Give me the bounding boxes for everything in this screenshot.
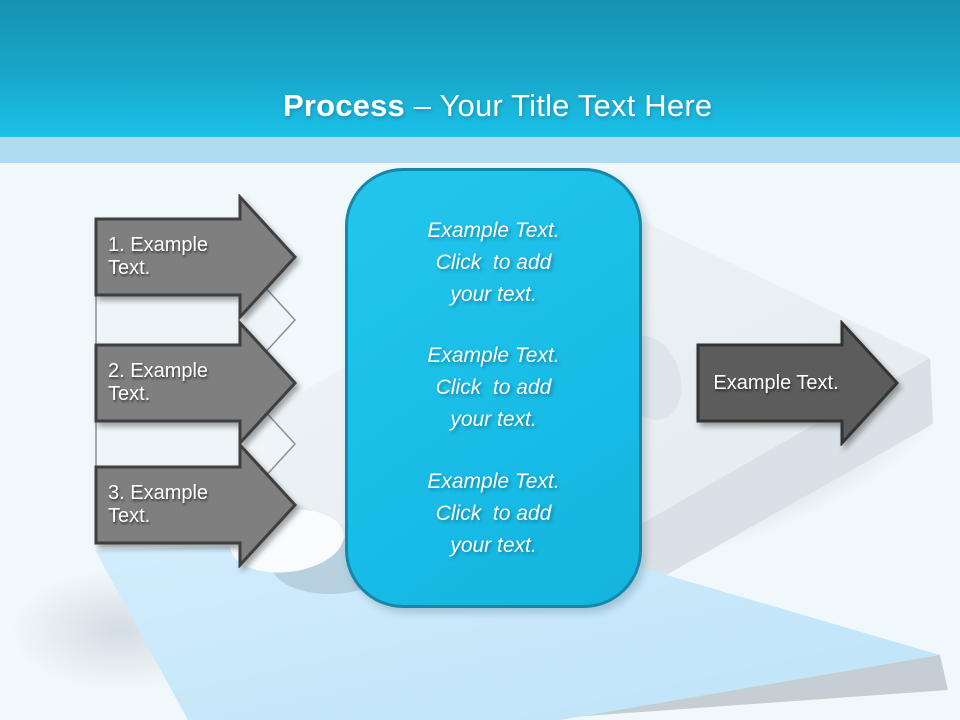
placeholder-line: Example Text. — [427, 469, 560, 493]
placeholder-line: your text. — [450, 408, 537, 431]
output-arrow-label: Example Text. — [713, 371, 839, 394]
step-2-label: 2. Example Text. — [108, 360, 214, 405]
process-step-arrow-1[interactable]: 1. Example Text. — [94, 194, 298, 320]
placeholder-line: Click to add — [435, 250, 552, 274]
process-output-arrow[interactable]: Example Text. — [696, 320, 900, 446]
center-text-box[interactable]: Example Text. Click to add your text. Ex… — [345, 168, 642, 608]
right-arrow-shape — [94, 442, 298, 568]
placeholder-line: your text. — [450, 533, 537, 557]
placeholder-line: your text. — [450, 282, 537, 306]
right-arrow-shape — [94, 194, 298, 320]
placeholder-line: Click to add — [435, 376, 552, 399]
process-step-arrow-3[interactable]: 3. Example Text. — [94, 442, 298, 568]
right-arrow-shape — [94, 320, 298, 446]
text-placeholder-3[interactable]: Example Text. Click to add your text. — [358, 466, 629, 562]
step-3-label: 3. Example Text. — [108, 482, 214, 527]
placeholder-line: Click to add — [435, 501, 552, 525]
placeholder-line: Example Text. — [427, 344, 560, 367]
process-step-arrow-2[interactable]: 2. Example Text. — [94, 320, 298, 446]
text-placeholder-2[interactable]: Example Text. Click to add your text. — [358, 340, 629, 436]
accent-strip — [0, 137, 960, 163]
header-band — [0, 0, 960, 137]
slide-title[interactable]: Process – Your Title Text Here — [0, 52, 960, 160]
right-arrow-shape — [696, 320, 900, 446]
placeholder-line: Example Text. — [427, 218, 560, 242]
blue-piece-top-face — [95, 538, 940, 720]
step-1-label: 1. Example Text. — [108, 234, 214, 279]
slide-title-bold: Process — [282, 88, 405, 123]
text-placeholder-1[interactable]: Example Text. Click to add your text. — [358, 215, 629, 311]
slide-title-rest: – Your Title Text Here — [404, 88, 713, 123]
